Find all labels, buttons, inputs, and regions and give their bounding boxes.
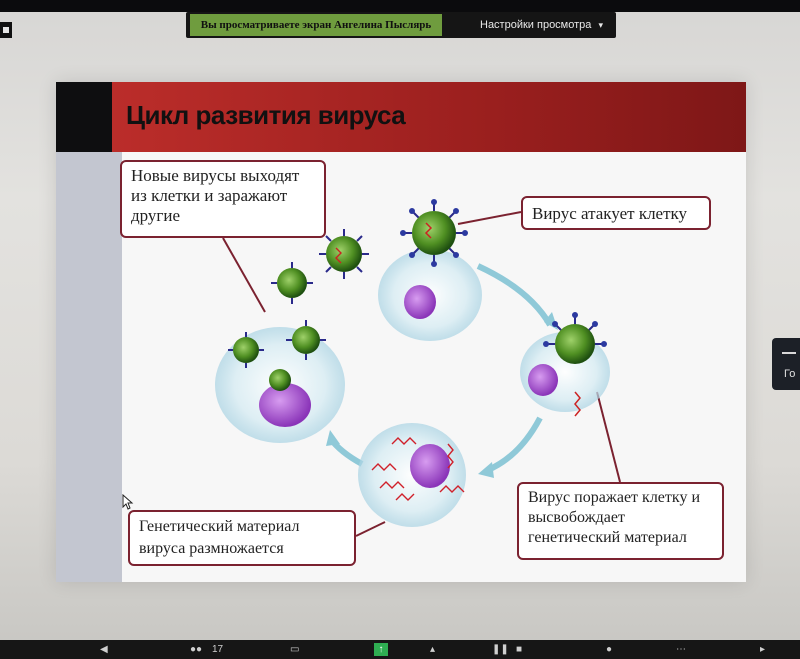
reactions-icon[interactable]: ▴: [430, 644, 436, 655]
meeting-toolbar: ◀ ●● 17 ▭ ↑ ▴ ❚❚ ■ ● ⋯ ▸: [0, 640, 800, 659]
nucleus-left: [259, 383, 311, 427]
callout-virus-releases: Вирус поражает клетку и высвобождает ген…: [517, 482, 724, 560]
nucleus-top: [404, 285, 436, 319]
chevron-down-icon: ▾: [598, 20, 603, 30]
side-panel-label: Го: [784, 368, 796, 380]
callout-line-new: [222, 237, 266, 313]
virus-main: [400, 199, 468, 267]
participants-icon[interactable]: ●●: [190, 644, 203, 655]
more-icon[interactable]: ⋯: [676, 644, 686, 655]
record-icon[interactable]: ●: [606, 644, 613, 655]
cycle-arrow-1: [476, 263, 553, 327]
callout-genetic-replicates: Генетический материал вируса размножаетс…: [128, 510, 356, 566]
virus-inside-2: [286, 320, 326, 360]
chat-icon[interactable]: ▭: [290, 644, 300, 655]
cycle-arrow-2: [486, 416, 543, 473]
slide-corner-block: [56, 82, 112, 152]
callout-virus-attacks: Вирус атакует клетку: [521, 196, 711, 230]
callout-new-viruses: Новые вирусы выходят из клетки и заражаю…: [120, 160, 326, 238]
view-settings-button[interactable]: Настройки просмотра ▾: [480, 14, 612, 36]
menu-icon: [782, 352, 796, 354]
slide-side-bar: [56, 152, 122, 582]
virus-right: [543, 312, 607, 364]
nucleus-right: [528, 364, 558, 396]
window-icon[interactable]: [0, 22, 12, 38]
virus-inside-3: [269, 369, 291, 391]
callout-line-attack: [457, 211, 522, 225]
pause-icon[interactable]: ❚❚: [492, 644, 509, 655]
share-screen-icon[interactable]: ↑: [374, 643, 388, 656]
callout-line-genetic: [355, 521, 386, 537]
virus-inside-1: [228, 332, 264, 368]
end-icon[interactable]: ▸: [760, 644, 766, 655]
slide-title-band: [112, 82, 746, 152]
audio-icon[interactable]: ◀: [100, 644, 108, 655]
nucleus-bottom: [410, 444, 450, 488]
participants-count: 17: [212, 644, 224, 655]
slide-title: Цикл развития вируса: [126, 100, 406, 130]
top-bar: [0, 0, 800, 12]
callout-line-release: [596, 391, 621, 483]
virus-released-1: [319, 229, 369, 279]
virus-released-2: [271, 262, 313, 304]
stop-icon[interactable]: ■: [516, 644, 523, 655]
view-settings-label: Настройки просмотра: [480, 19, 592, 31]
mouse-cursor-icon: [122, 494, 134, 510]
screen-share-banner: Вы просматриваете экран Ангелина Пыслярь: [190, 14, 442, 36]
side-panel-tab[interactable]: Го: [772, 338, 800, 390]
